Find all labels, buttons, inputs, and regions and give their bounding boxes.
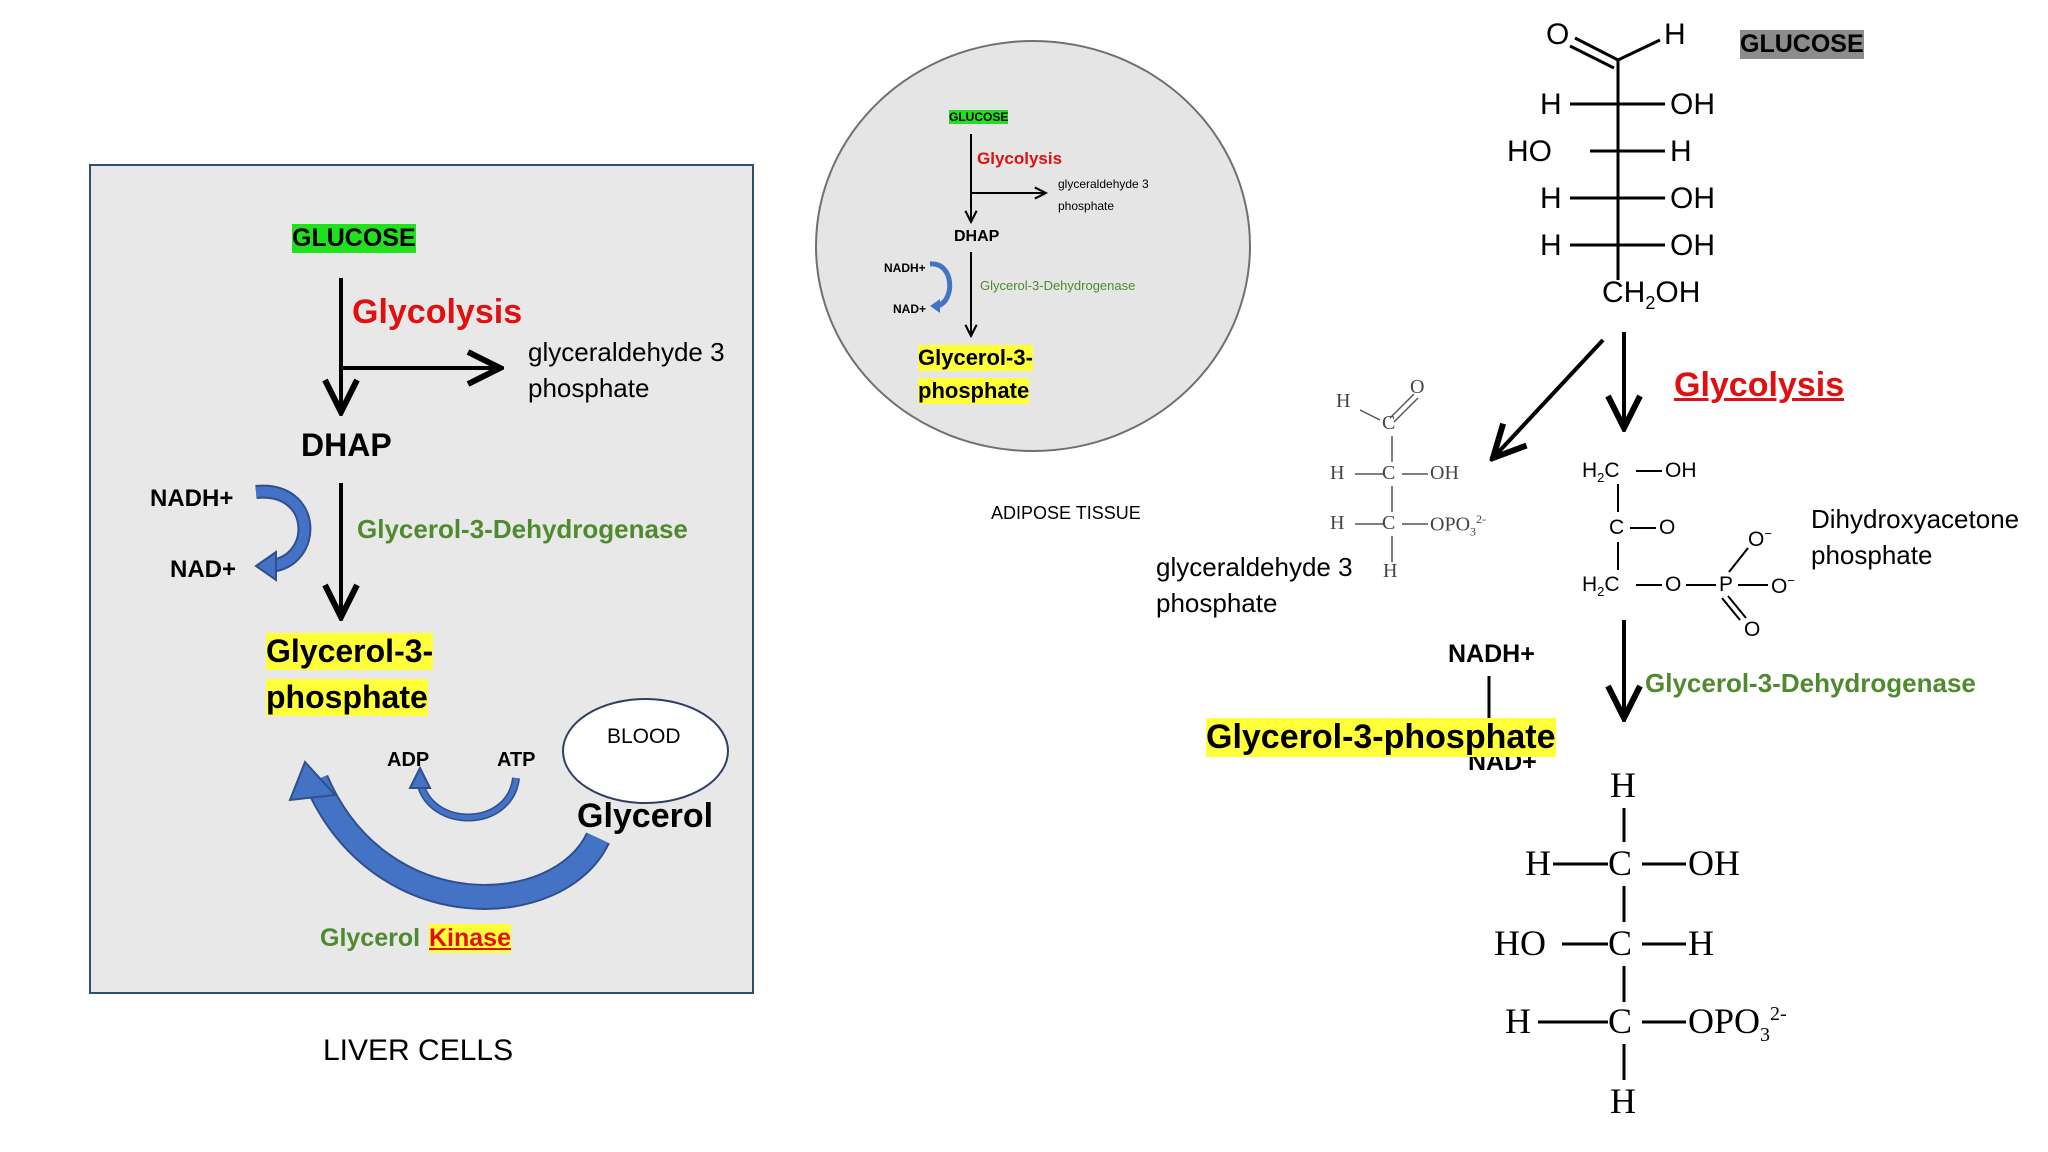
dhap-o-minus-top: O− <box>1748 526 1772 551</box>
gap-c2: C <box>1382 462 1396 484</box>
dhap-c: C <box>1609 516 1625 539</box>
adipose-product-line1: Glycerol-3- <box>918 345 1033 371</box>
g3p-row1-right: OH <box>1688 843 1740 883</box>
structures-nadh-label: NADH+ <box>1448 640 1535 668</box>
adipose-g3p-line1: glyceraldehyde 3 <box>1058 177 1149 191</box>
adipose-g3p-line2: phosphate <box>1058 199 1115 213</box>
g3p-c3: C <box>1608 1001 1633 1041</box>
gap-h3: H <box>1330 512 1345 534</box>
liver-cells-panel <box>89 164 754 994</box>
dhap-h2c-top: H2C <box>1582 459 1620 486</box>
g3p-c2: C <box>1608 923 1633 963</box>
dhap-h2c-bottom: H2C <box>1582 573 1620 600</box>
liver-nadh-label: NADH+ <box>150 485 234 512</box>
dhap-o-link: O <box>1665 573 1682 596</box>
adipose-glucose-label: GLUCOSE <box>949 110 1009 124</box>
g3p-row3-right: OPO32- <box>1688 1001 1787 1047</box>
adipose-nadh-label: NADH+ <box>884 261 926 275</box>
glucose-row2-left: HO <box>1507 135 1552 168</box>
liver-product-line2: phosphate <box>266 679 428 716</box>
adipose-nad-label: NAD+ <box>893 302 927 316</box>
structures-glycolysis-label: Glycolysis <box>1674 366 1845 404</box>
liver-enzyme-label: Glycerol-3-Dehydrogenase <box>357 514 688 544</box>
liver-g3p-line1: glyceraldehyde 3 <box>528 337 725 367</box>
liver-glycolysis-label: Glycolysis <box>352 293 523 331</box>
structures-enzyme-label: Glycerol-3-Dehydrogenase <box>1645 668 1976 698</box>
gap-opo3: OPO32- <box>1430 512 1487 539</box>
structures-product-label: Glycerol-3-phosphate <box>1206 718 1556 757</box>
glucose-bonds <box>1569 36 1665 280</box>
glucose-row1-left: H <box>1540 88 1562 121</box>
gap-c1: C <box>1382 412 1396 434</box>
glucose-ch2oh: CH2OH <box>1602 276 1701 313</box>
glucose-row4-right: OH <box>1670 229 1715 262</box>
glucose-o: O <box>1546 18 1570 51</box>
adipose-nadh-curve <box>929 261 953 309</box>
arrow-to-gap <box>1493 338 1605 458</box>
blood-label: BLOOD <box>607 725 681 748</box>
dhap-oh: OH <box>1665 459 1697 482</box>
g3p-h-top: H <box>1610 765 1636 805</box>
glucose-row1-right: OH <box>1670 88 1715 121</box>
gap-c3: C <box>1382 512 1396 534</box>
adipose-tissue-circle <box>815 40 1251 452</box>
adipose-product-line2: phosphate <box>918 378 1030 404</box>
glucose-row3-right: OH <box>1670 182 1715 215</box>
kinase-word: Kinase <box>429 924 511 953</box>
atp-label: ATP <box>497 749 536 771</box>
g3p-row3-left: H <box>1505 1001 1531 1041</box>
dhap-name-line1: Dihydroxyacetone <box>1811 504 2020 534</box>
gap-oh: OH <box>1430 462 1459 484</box>
dhap-p: P <box>1719 573 1734 596</box>
gap-name-line2: phosphate <box>1156 588 1278 618</box>
gap-h2: H <box>1330 462 1345 484</box>
liver-nad-label: NAD+ <box>170 556 237 583</box>
gap-bonds <box>1355 393 1428 562</box>
adipose-glycolysis-label: Glycolysis <box>977 149 1063 168</box>
liver-g3p-line2: phosphate <box>528 373 650 403</box>
glucose-row2-right: H <box>1670 135 1692 168</box>
liver-dhap-label: DHAP <box>301 427 392 463</box>
dhap-bonds <box>1617 470 1768 621</box>
dhap-name-line2: phosphate <box>1811 540 1933 570</box>
liver-product-line1: Glycerol-3- <box>266 633 434 670</box>
liver-glucose-label: GLUCOSE <box>292 224 416 253</box>
g3p-row2-right: H <box>1688 923 1714 963</box>
glucose-h-top: H <box>1664 18 1686 51</box>
g3p-row1-left: H <box>1525 843 1551 883</box>
g3p-bonds <box>1538 808 1686 1080</box>
dhap-o-double: O <box>1659 516 1676 539</box>
adipose-enzyme-label: Glycerol-3-Dehydrogenase <box>980 278 1136 293</box>
gap-h-bottom: H <box>1383 560 1398 582</box>
glucose-row4-left: H <box>1540 229 1562 262</box>
adp-label: ADP <box>387 749 430 771</box>
blood-oval <box>562 698 729 804</box>
gap-h-top: H <box>1336 390 1351 412</box>
glucose-structure-label: GLUCOSE <box>1740 30 1864 59</box>
adipose-caption: ADIPOSE TISSUE <box>991 503 1141 523</box>
gap-o: O <box>1410 376 1425 398</box>
g3p-row2-left: HO <box>1494 923 1546 963</box>
dhap-o-minus-right: O− <box>1771 573 1795 598</box>
glucose-row3-left: H <box>1540 182 1562 215</box>
liver-caption: LIVER CELLS <box>323 1034 514 1067</box>
glycerol-label: Glycerol <box>577 797 714 835</box>
gap-name-line1: glyceraldehyde 3 <box>1156 552 1353 582</box>
kinase-prefix: Glycerol <box>320 924 421 952</box>
adipose-dhap-label: DHAP <box>954 228 1000 245</box>
dhap-o-bottom: O <box>1744 618 1761 641</box>
g3p-h-bottom: H <box>1610 1081 1636 1121</box>
g3p-c1: C <box>1608 843 1633 883</box>
